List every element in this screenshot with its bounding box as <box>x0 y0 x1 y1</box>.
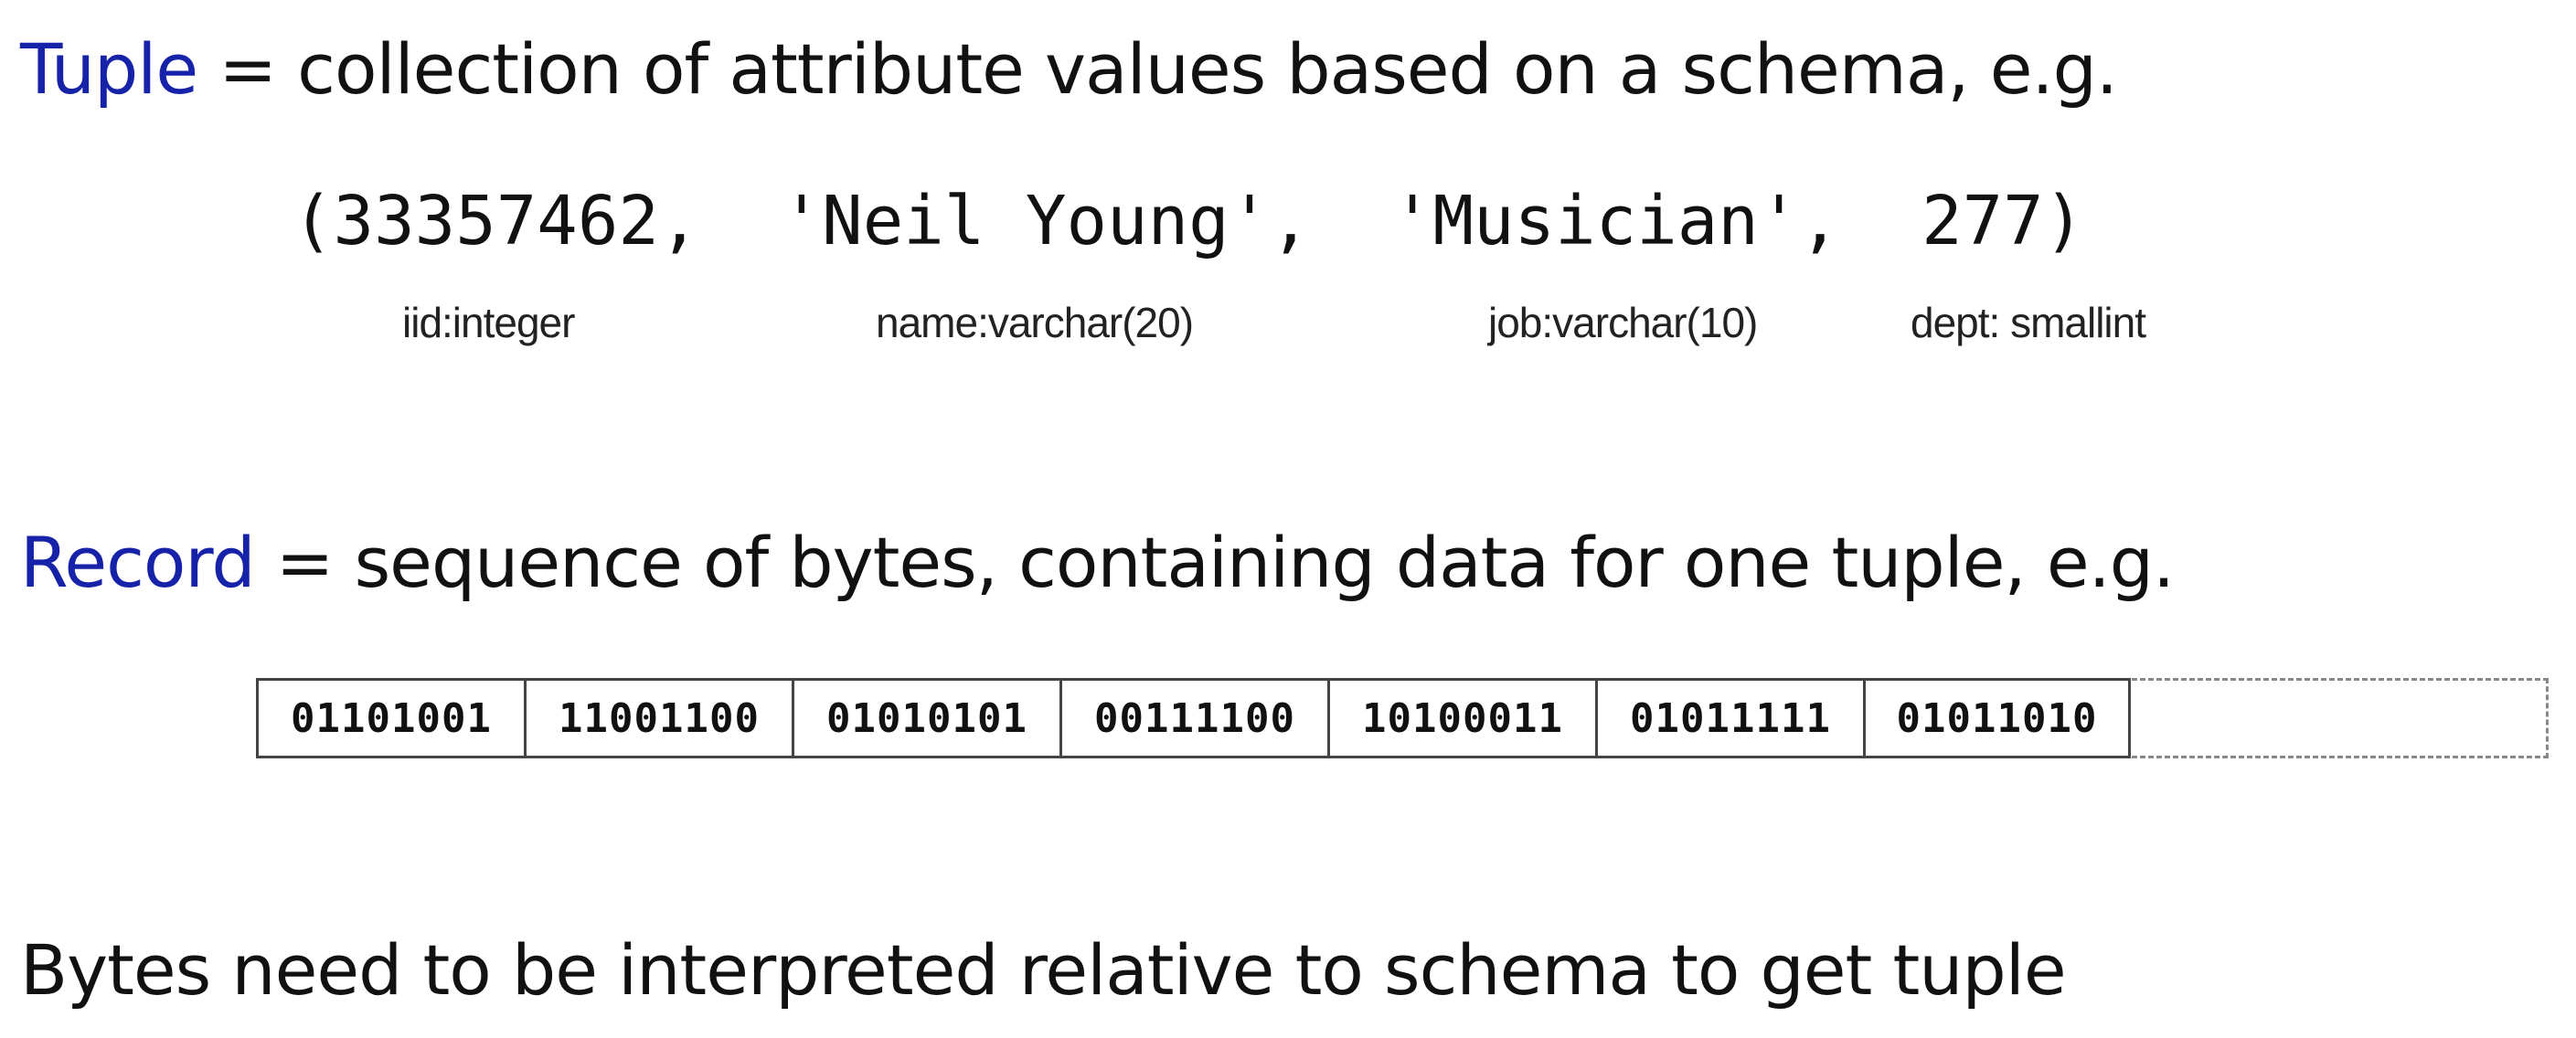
record-bytes: 01101001 11001100 01010101 00111100 1010… <box>256 678 2131 758</box>
byte-cell: 11001100 <box>524 678 792 758</box>
byte-cell: 01010101 <box>792 678 1059 758</box>
tuple-definition: Tuple = collection of attribute values b… <box>20 35 2118 104</box>
record-term: Record <box>20 522 256 603</box>
record-continuation <box>2132 678 2549 758</box>
byte-cell: 01011010 <box>1863 678 2131 758</box>
tuple-example: (33357462, 'Neil Young', 'Musician', 277… <box>293 182 2085 260</box>
interpretation-note: Bytes need to be interpreted relative to… <box>20 929 2067 1011</box>
attribute-type-iid: iid:integer <box>402 299 575 346</box>
record-definition: Record = sequence of bytes, containing d… <box>20 528 2175 598</box>
byte-cell: 00111100 <box>1059 678 1327 758</box>
tuple-term: Tuple <box>20 28 198 110</box>
tuple-definition-text: = collection of attribute values based o… <box>197 28 2118 110</box>
attribute-type-dept: dept: smallint <box>1911 299 2146 346</box>
record-definition-text: = sequence of bytes, containing data for… <box>254 522 2175 603</box>
byte-cell: 01101001 <box>256 678 524 758</box>
byte-cell: 10100011 <box>1327 678 1595 758</box>
attribute-type-name: name:varchar(20) <box>876 299 1194 346</box>
byte-cell: 01011111 <box>1595 678 1863 758</box>
attribute-type-job: job:varchar(10) <box>1488 299 1758 346</box>
